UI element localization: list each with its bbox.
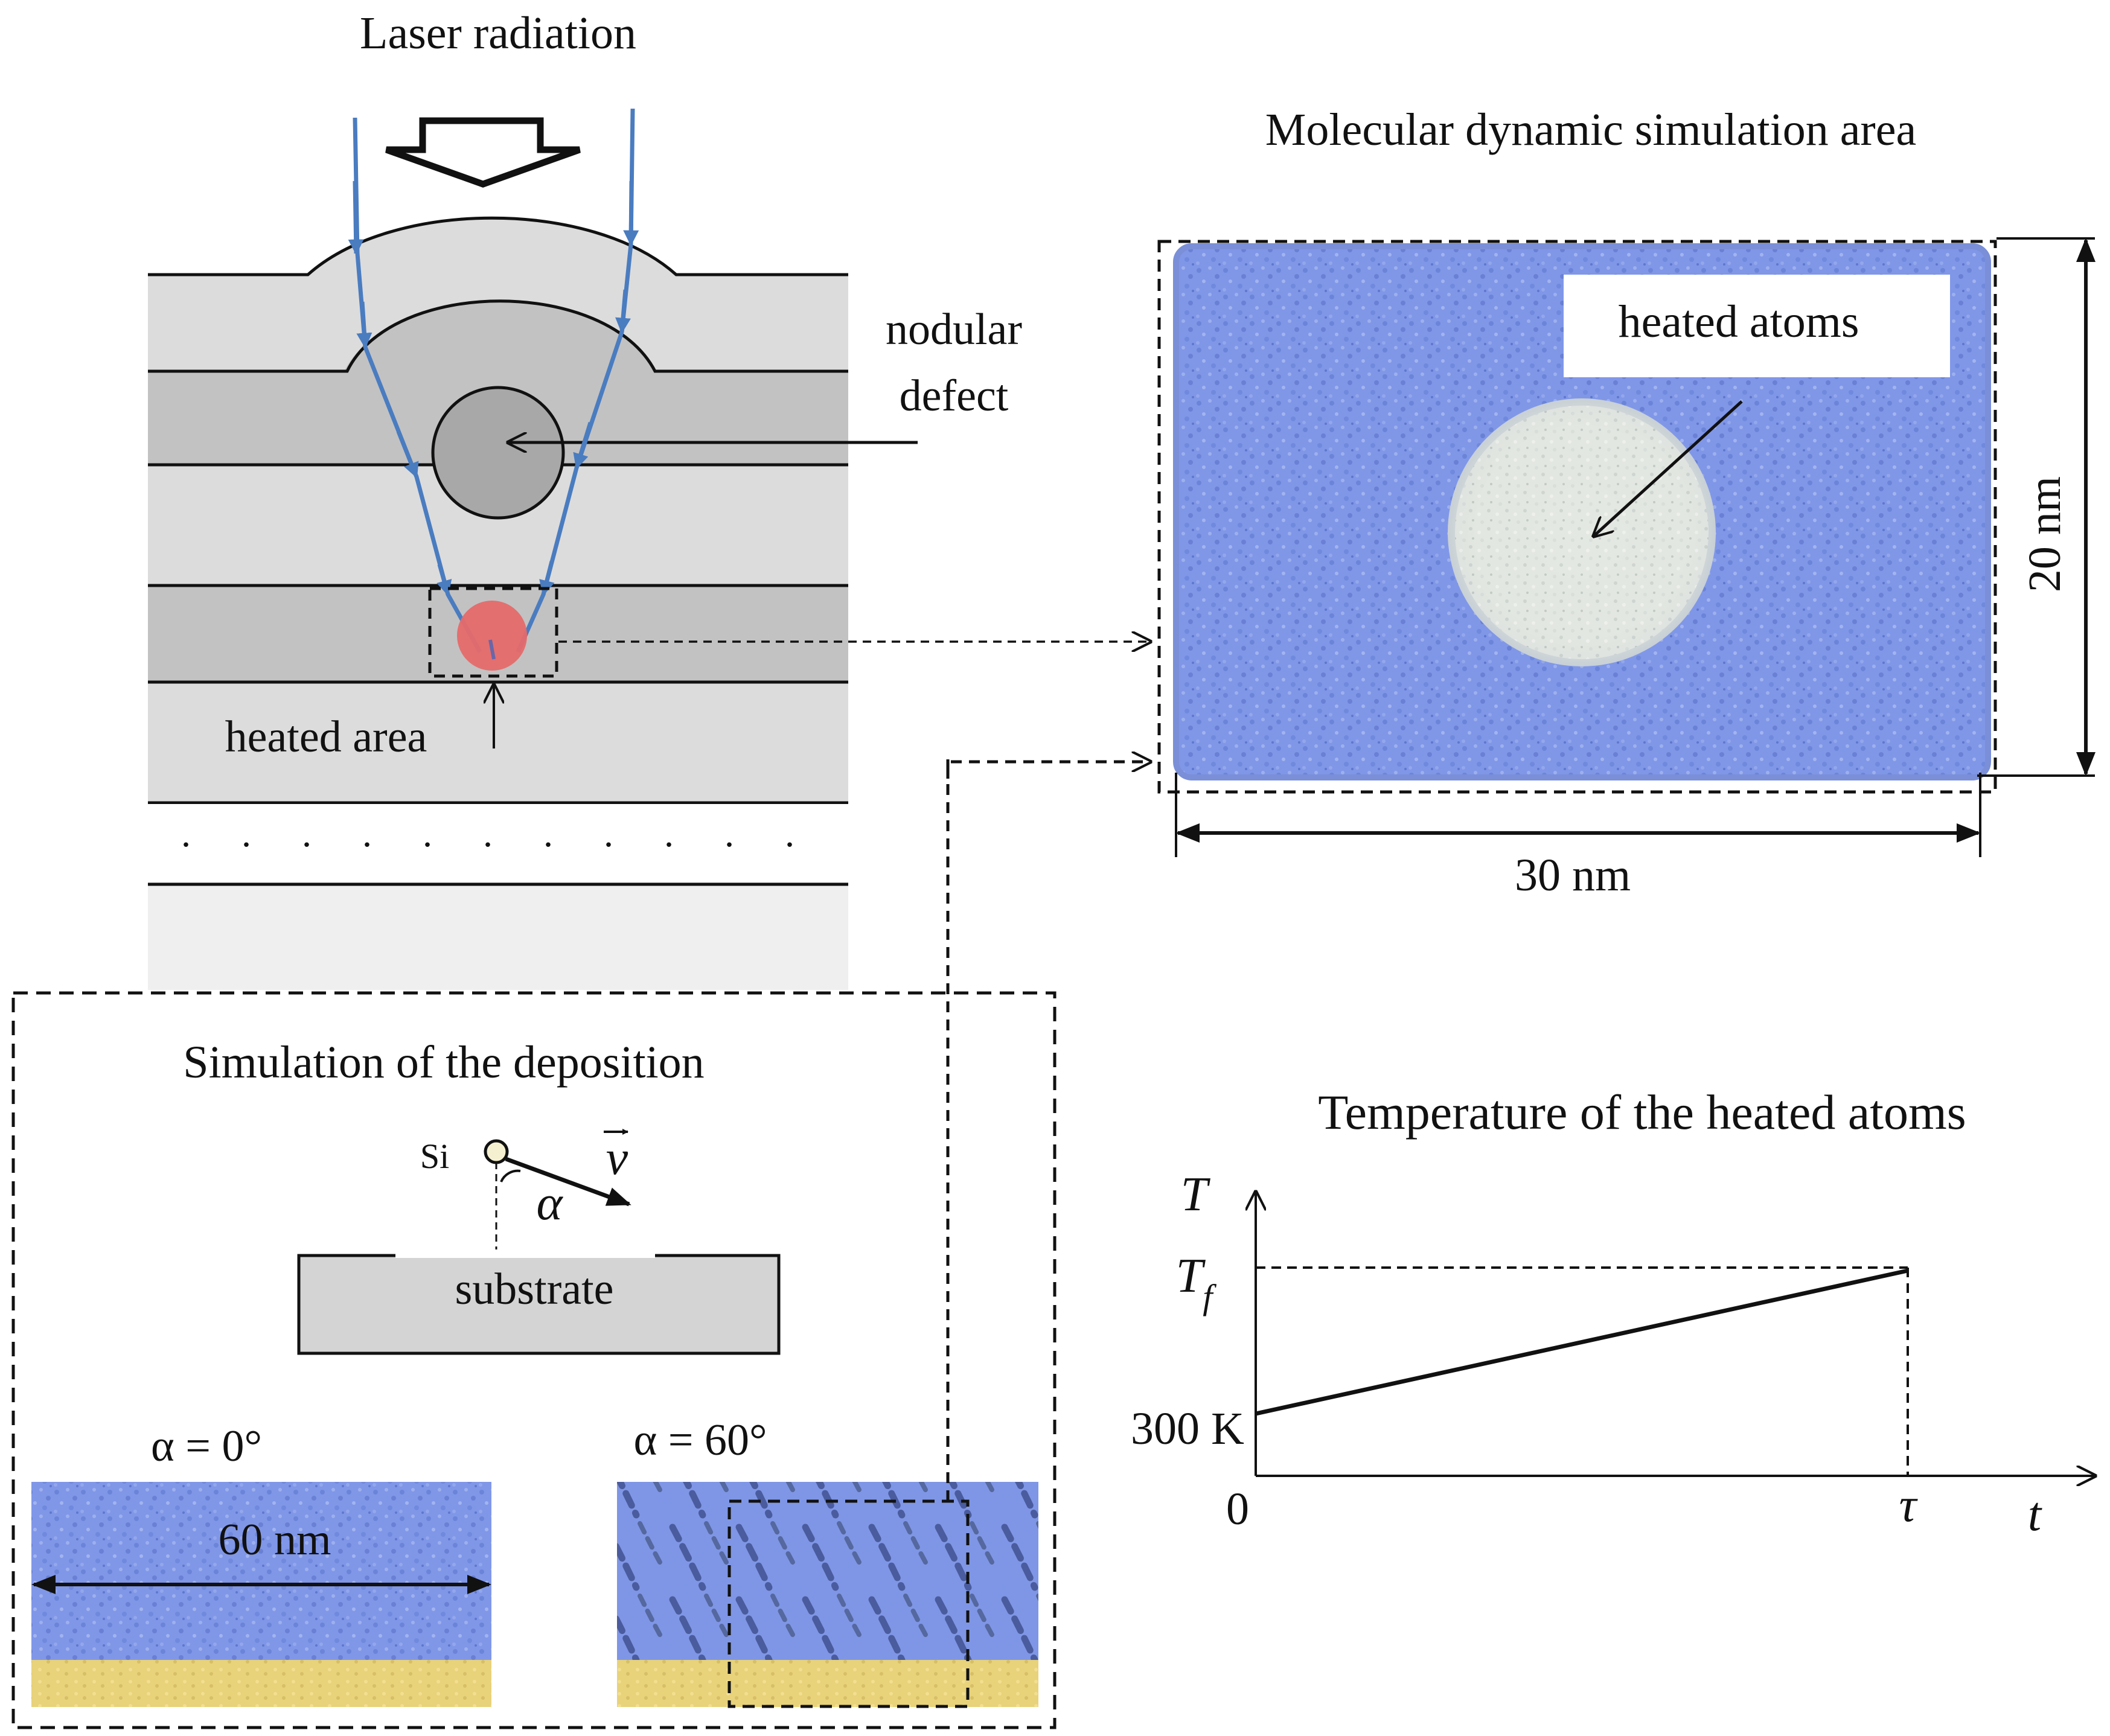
deposition-frame: [11, 991, 1057, 1729]
heated-spot-ray-tip: [488, 639, 496, 660]
label-v: v: [606, 1130, 628, 1185]
label-si: Si: [420, 1137, 449, 1176]
label-alpha-0: α = 0°: [151, 1422, 262, 1471]
substrate-layer: [148, 886, 848, 990]
heated-atoms-texture: [1455, 406, 1709, 659]
label-T-axis: T: [1181, 1168, 1211, 1221]
laser-direction-arrow: [385, 117, 581, 188]
label-t-axis: t: [2028, 1488, 2042, 1541]
heated-atoms-pointer: [1594, 400, 1743, 536]
deposition-schematic: substrate Si v α: [297, 1129, 781, 1355]
md-area-frame: [1157, 240, 1997, 794]
ray-arrow: [396, 430, 419, 479]
layer-band-1: [148, 301, 848, 465]
label-defect: defect: [900, 371, 1009, 421]
label-20nm: 20 nm: [2019, 476, 2070, 592]
layer-gap: [148, 804, 848, 882]
velocity-arrow: [505, 1157, 631, 1207]
md-simulation-area: [1173, 243, 1991, 780]
temperature-line: [1255, 1268, 1908, 1416]
nodular-defect: [431, 386, 565, 520]
selection-frame-alpha-60: [727, 1499, 970, 1708]
heated-area-frame: [428, 587, 558, 678]
label-Tf-sub: f: [1203, 1277, 1216, 1316]
si-atom: [484, 1139, 509, 1164]
ray-arrow: [573, 421, 593, 470]
label-tau: τ: [1899, 1479, 1919, 1532]
label-alpha-60: α = 60°: [633, 1415, 767, 1465]
substrate-alpha-0: [31, 1660, 491, 1707]
label-zero: 0: [1226, 1484, 1249, 1534]
laser-rays: [348, 108, 639, 653]
temperature-title: Temperature of the heated atoms: [1318, 1085, 1966, 1140]
substrate-alpha-60: [617, 1660, 1038, 1707]
temperature-graph: T Tf 300 K 0 τ t: [1131, 1168, 2095, 1541]
md-slab-edge: [1173, 243, 1991, 780]
film-alpha-0: [31, 1482, 491, 1660]
ellipsis-dots: . . . . . . . . . . .: [181, 812, 815, 855]
label-60nm: 60 nm: [218, 1515, 331, 1565]
md-area-title: Molecular dynamic simulation area: [1265, 104, 1916, 155]
film-alpha-60: [617, 1482, 1038, 1660]
label-substrate: substrate: [455, 1265, 613, 1314]
label-nodular: nodular: [886, 305, 1022, 354]
label-heated-atoms: heated atoms: [1619, 296, 1859, 347]
substrate-gap: [395, 1252, 655, 1258]
angle-arc: [500, 1169, 521, 1182]
ray-arrow: [436, 564, 452, 596]
label-Tf-main: T: [1176, 1249, 1206, 1303]
label-30nm: 30 nm: [1515, 850, 1631, 901]
heated-spot: [457, 601, 527, 671]
ray-arrow: [348, 180, 364, 255]
label-Tf: Tf: [1176, 1249, 1217, 1316]
connector-deposition-to-md: [946, 762, 1150, 1501]
ray-arrow: [615, 289, 631, 334]
label-laser-radiation: Laser radiation: [360, 8, 636, 59]
heated-atoms-label-box: [1564, 275, 1950, 377]
top-layer-bump: [148, 216, 848, 276]
label-heated-area: heated area: [225, 712, 427, 762]
label-alpha: α: [536, 1175, 563, 1230]
label-300K: 300 K: [1131, 1403, 1244, 1454]
ray-arrow: [356, 301, 372, 349]
deposition-title: Simulation of the deposition: [183, 1037, 704, 1088]
